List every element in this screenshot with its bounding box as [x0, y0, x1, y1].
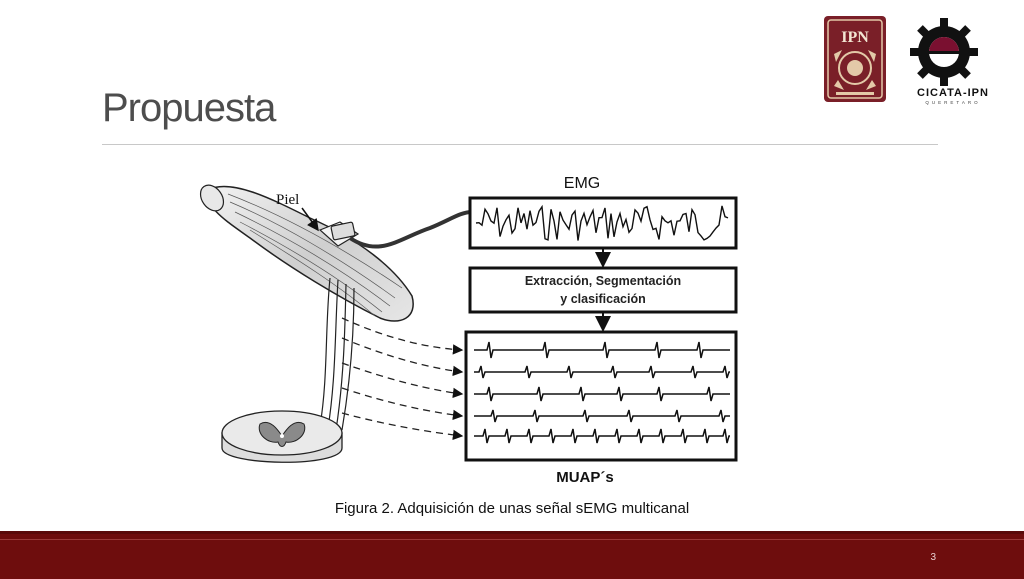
- muap-train-2: [474, 365, 730, 379]
- cicata-logo-subtext: QUERETARO: [925, 100, 980, 105]
- muap-train-5: [474, 428, 730, 444]
- muap-train-3: [474, 386, 730, 402]
- slide-title: Propuesta: [102, 86, 276, 130]
- spinal-cord-illustration: [221, 410, 343, 463]
- emg-label: EMG: [564, 175, 600, 192]
- cicata-logo-text: CICATA-IPN: [917, 87, 989, 99]
- footer-accent-line: [0, 539, 1024, 540]
- muap-trains: [474, 341, 730, 444]
- muap-train-1: [474, 341, 730, 359]
- cicata-logo-icon: CICATA-IPN QUERETARO: [910, 18, 989, 105]
- muscle-illustration: [199, 184, 414, 322]
- page-number: 3: [930, 552, 936, 563]
- electrode-cable: [348, 210, 473, 249]
- title-divider: [102, 144, 938, 145]
- muap-train-4: [474, 409, 730, 423]
- skin-label: Piel: [276, 192, 299, 208]
- skin-pointer-arrow: [301, 207, 319, 232]
- processing-text-line1: Extracción, Segmentación: [525, 274, 681, 288]
- muap-box: [464, 330, 738, 462]
- institution-logos: IPN CICATA-IPN QUERETARO: [824, 16, 989, 105]
- semg-acquisition-figure: Piel EMG Extracción, Segmentación y clas…: [199, 175, 738, 486]
- electrode-icon: [318, 221, 360, 247]
- processing-text-line2: y clasificación: [560, 292, 645, 306]
- emg-waveform: [475, 204, 729, 241]
- figure-caption: Figura 2. Adquisición de unas señal sEMG…: [334, 500, 690, 517]
- signal-dashed-arrows: [341, 317, 464, 441]
- muaps-label: MUAP´s: [556, 469, 614, 486]
- processing-box: [468, 266, 738, 314]
- ipn-logo-icon: IPN: [824, 16, 886, 102]
- ipn-logo-text: IPN: [841, 29, 869, 46]
